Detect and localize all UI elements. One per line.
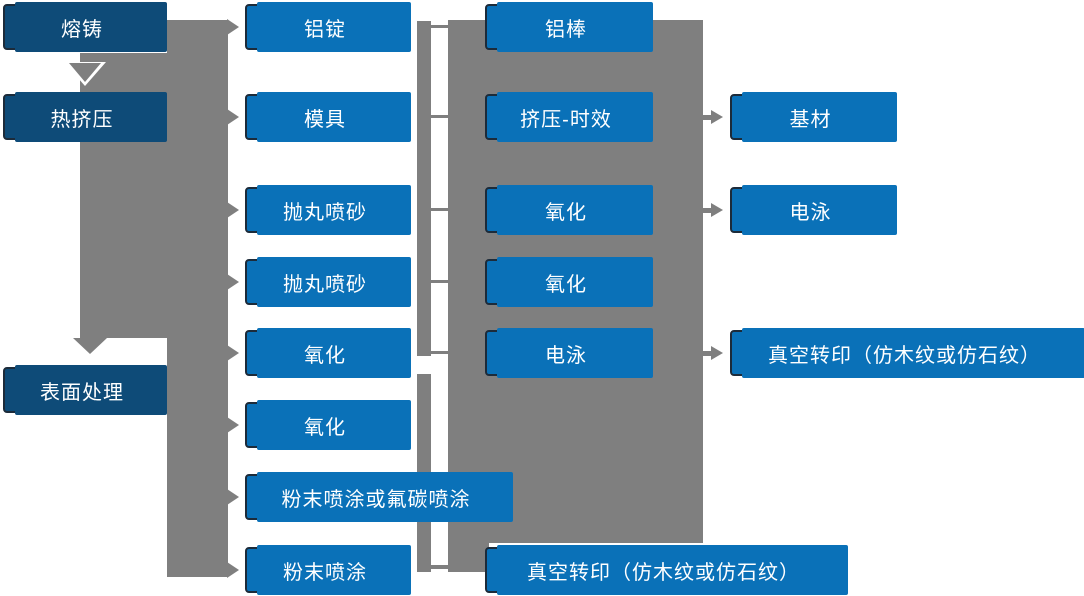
node-powder-coating: 粉末喷涂: [245, 545, 411, 595]
node-label: 粉末喷涂或氟碳喷涂: [281, 488, 471, 511]
arrow-shaft-to-electrophoresis: [700, 208, 711, 213]
node-label: 熔铸: [61, 18, 103, 41]
node-oxidation-b1: 氧化: [485, 185, 653, 235]
node-label: 铝锭: [304, 18, 346, 41]
arrow-to-electrophoresis: [711, 203, 723, 217]
arrow-to-powder-fluorocarbon-coating: [227, 489, 239, 505]
connector-right-block-descender: [448, 523, 489, 572]
node-label: 真空转印（仿木纹或仿石纹）: [527, 561, 800, 584]
connector-mid-band-upper: [417, 21, 431, 356]
node-extrusion-aging: 挤压-时效: [485, 92, 653, 142]
stub-row-vacuum-transfer: [431, 565, 448, 569]
node-label: 粉末喷涂: [283, 561, 367, 584]
node-electrophoresis-1: 电泳: [485, 328, 653, 378]
arrow-to-oxidation-2: [227, 417, 239, 433]
node-label: 铝棒: [545, 18, 587, 41]
node-surface-treatment: 表面处理: [3, 365, 167, 415]
node-aluminum-ingot: 铝锭: [245, 2, 411, 52]
node-powder-or-fluorocarbon-coating: 粉末喷涂或氟碳喷涂: [245, 472, 513, 522]
node-oxidation-b2: 氧化: [485, 257, 653, 307]
node-vacuum-transfer-print-1: 真空转印（仿木纹或仿石纹）: [485, 545, 848, 595]
node-label: 氧化: [545, 201, 587, 224]
node-label: 热挤压: [50, 108, 114, 131]
node-label: 电泳: [789, 201, 832, 224]
node-label: 抛丸喷砂: [283, 273, 367, 296]
arrow-to-substrate: [711, 110, 723, 124]
node-label: 氧化: [304, 416, 346, 439]
node-mold: 模具: [245, 92, 411, 142]
stub-row-extrusion-aging: [431, 115, 448, 118]
arrow-to-powder-coating: [227, 562, 239, 578]
stub-row-oxidation-1: [431, 208, 448, 211]
node-electrophoresis-2: 电泳: [730, 185, 897, 235]
node-label: 电泳: [545, 344, 587, 367]
node-label: 挤压-时效: [520, 108, 612, 131]
node-oxidation-a1: 氧化: [245, 328, 411, 378]
arrow-down-to-hot-extrusion: [69, 63, 101, 82]
node-label: 抛丸喷砂: [283, 201, 367, 224]
arrow-to-vacuum-transfer: [711, 346, 723, 360]
node-vacuum-transfer-print-2: 真空转印（仿木纹或仿石纹）: [730, 328, 1084, 378]
node-label: 氧化: [304, 344, 346, 367]
stub-row-electrophoresis: [431, 351, 448, 354]
node-shot-blasting-1: 抛丸喷砂: [245, 185, 411, 235]
node-shot-blasting-2: 抛丸喷砂: [245, 257, 411, 307]
arrow-to-mold: [227, 109, 239, 125]
arrow-to-shot-blasting-2: [227, 274, 239, 290]
arrow-shaft-to-vacuum-transfer: [700, 351, 711, 356]
node-hot-extrusion: 热挤压: [3, 92, 167, 142]
node-substrate: 基材: [730, 92, 897, 142]
stub-row-aluminum-rod: [431, 25, 448, 28]
node-label: 真空转印（仿木纹或仿石纹）: [768, 344, 1041, 367]
node-oxidation-a2: 氧化: [245, 400, 411, 450]
node-label: 氧化: [545, 273, 587, 296]
node-aluminum-rod: 铝棒: [485, 2, 653, 52]
arrow-shaft-to-substrate: [700, 115, 711, 120]
node-label: 模具: [304, 108, 346, 131]
stub-row-oxidation-2: [431, 280, 448, 283]
arrow-to-shot-blasting-1: [227, 202, 239, 218]
node-label: 基材: [789, 108, 832, 131]
connector-trunk-band: [167, 20, 228, 577]
node-melting-casting: 熔铸: [3, 2, 167, 52]
arrow-down-to-surface-treatment: [73, 338, 107, 354]
arrow-to-oxidation-1: [227, 345, 239, 361]
node-label: 表面处理: [40, 381, 124, 404]
arrow-to-aluminum-ingot: [227, 19, 239, 35]
